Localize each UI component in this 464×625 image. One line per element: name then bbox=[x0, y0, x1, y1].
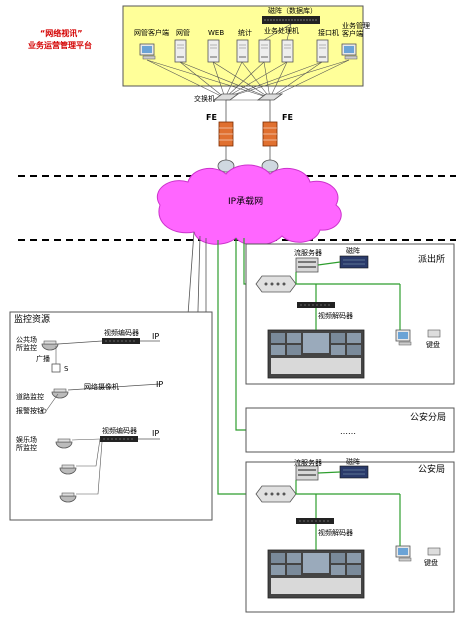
public-site-label: 公共场所监控 bbox=[16, 336, 37, 353]
ip-label-2: IP bbox=[156, 380, 164, 389]
pb-keyboard-label: 键盘 bbox=[424, 559, 438, 567]
business-server-1-icon bbox=[258, 39, 271, 63]
pb-stream-server-icon bbox=[295, 465, 319, 481]
alarm-button-label: 报警按钮 bbox=[16, 407, 44, 415]
ps-decoder-icon bbox=[296, 301, 336, 309]
encoder-1-icon bbox=[101, 337, 141, 345]
server-label-4: 业务处理机 bbox=[264, 27, 299, 35]
server-label-2: WEB bbox=[208, 29, 225, 37]
ps-decoder-label: 视频解码器 bbox=[318, 312, 353, 320]
ps-stream-server-label: 流服务器 bbox=[294, 249, 322, 257]
nms-server-icon bbox=[174, 39, 187, 63]
network-camera-label: 网络摄像机 bbox=[84, 383, 119, 391]
broadcast-speaker-icon bbox=[51, 363, 61, 373]
dome-camera-1-icon bbox=[41, 340, 59, 351]
platform-title-2: 业务运营管理平台 bbox=[28, 41, 92, 50]
fe-right-label: FE bbox=[282, 113, 293, 122]
police-station-title: 派出所 bbox=[418, 255, 446, 265]
ps-keyboard-icon bbox=[427, 329, 441, 338]
pb-keyboard-icon bbox=[427, 547, 441, 556]
branch-bureau-ellipsis: …… bbox=[340, 427, 356, 436]
cloud-label: IP承载网 bbox=[228, 197, 264, 207]
business-server-2-icon bbox=[281, 39, 294, 63]
platform-disk-array-label: 磁阵（数据库） bbox=[268, 7, 317, 15]
platform-links bbox=[146, 23, 350, 99]
ps-stream-server-icon bbox=[295, 257, 319, 273]
pb-disk-array-icon bbox=[339, 465, 369, 479]
ip-network-cloud bbox=[157, 164, 342, 246]
fe-left-label: FE bbox=[206, 113, 217, 122]
server-label-0: 网管客户端 bbox=[134, 29, 169, 37]
road-monitor-label: 道路监控 bbox=[16, 393, 44, 401]
branch-bureau-box bbox=[245, 407, 455, 453]
interface-server-icon bbox=[316, 39, 329, 63]
ip-label-3: IP bbox=[152, 429, 160, 438]
ps-keyboard-label: 键盘 bbox=[426, 341, 440, 349]
stats-server-icon bbox=[236, 39, 249, 63]
network-camera-icon bbox=[51, 388, 69, 399]
pb-stream-server-label: 流服务器 bbox=[294, 459, 322, 467]
ip-label-1: IP bbox=[152, 332, 160, 341]
platform-title-1: “网络视讯” bbox=[40, 29, 83, 38]
switch-label: 交换机 bbox=[194, 95, 215, 103]
pb-disk-array-label: 磁阵 bbox=[346, 458, 360, 466]
monitoring-title: 监控资源 bbox=[14, 315, 51, 325]
broadcast-label: 广播 bbox=[36, 355, 50, 363]
pb-decoder-icon bbox=[295, 517, 335, 525]
ps-disk-array-label: 磁阵 bbox=[346, 247, 360, 255]
pb-decoder-label: 视频解码器 bbox=[318, 529, 353, 537]
server-label-1: 网管 bbox=[176, 29, 190, 37]
dome-camera-4-icon bbox=[59, 492, 77, 503]
ps-switch-icon bbox=[255, 275, 297, 293]
encoder-2-label: 视频编码器 bbox=[102, 427, 137, 435]
switch-left bbox=[212, 93, 240, 101]
bureau-title: 公安局 bbox=[418, 465, 446, 475]
s-label: S bbox=[64, 365, 69, 373]
router-left bbox=[217, 159, 235, 173]
router-right bbox=[261, 159, 279, 173]
ps-video-wall-icon bbox=[267, 329, 365, 379]
server-label-5: 接口机 bbox=[318, 29, 339, 37]
pb-video-wall-icon bbox=[267, 549, 365, 599]
entertainment-site-label: 娱乐场所监控 bbox=[16, 436, 37, 453]
dome-camera-3-icon bbox=[59, 464, 77, 475]
branch-bureau-title: 公安分局 bbox=[410, 413, 447, 423]
dome-camera-2-icon bbox=[55, 438, 73, 449]
encoder-2-icon bbox=[99, 435, 139, 443]
encoder-1-label: 视频编码器 bbox=[104, 329, 139, 337]
server-label-6: 业务管理客户端 bbox=[342, 22, 370, 39]
pb-switch-icon bbox=[255, 485, 297, 503]
ps-disk-array-icon bbox=[339, 255, 369, 269]
web-server-icon bbox=[207, 39, 220, 63]
server-label-3: 统计 bbox=[238, 29, 252, 37]
